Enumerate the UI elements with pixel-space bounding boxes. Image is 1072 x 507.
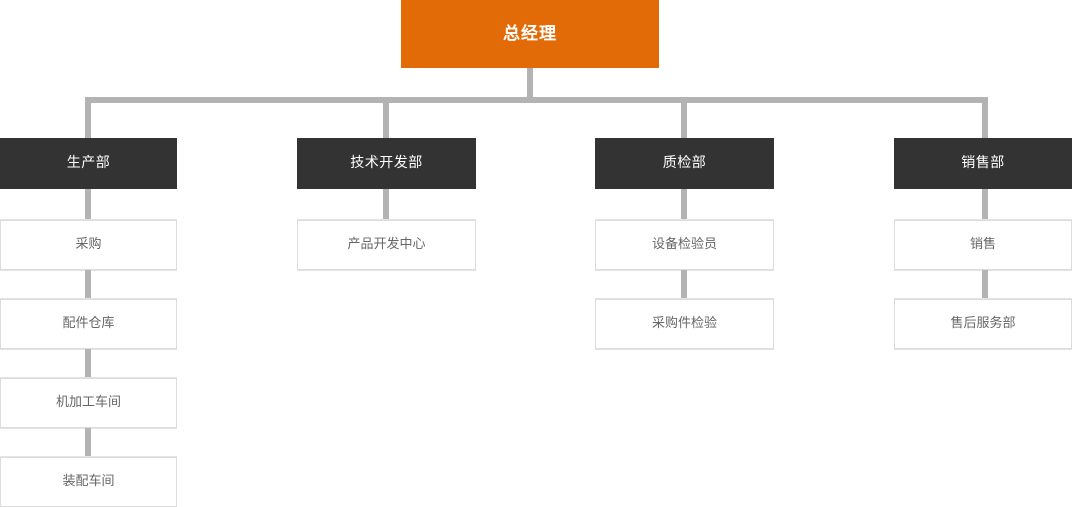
node-label: 产品开发中心 [347,237,426,253]
node-production-parts-warehouse[interactable]: 配件仓库 [0,299,177,349]
node-label: 总经理 [503,23,557,44]
connector-bus-to-production [85,97,91,138]
connector-technical-to-child-1 [383,189,389,220]
node-department-technical-development[interactable]: 技术开发部 [297,138,476,189]
node-general-manager[interactable]: 总经理 [401,0,659,68]
connector-bus-to-quality [681,97,687,138]
node-quality-equipment-inspector[interactable]: 设备检验员 [595,220,774,270]
node-label: 装配车间 [62,474,115,490]
node-label: 质检部 [662,155,707,172]
connector-production-child-3-to-4 [85,428,91,457]
connector-production-child-2-to-3 [85,349,91,378]
node-production-machining-workshop[interactable]: 机加工车间 [0,378,177,428]
node-label: 采购件检验 [651,316,717,332]
node-label: 采购 [75,237,102,253]
connector-bus-to-sales [982,97,988,138]
connector-root-stem [527,68,533,103]
node-department-production[interactable]: 生产部 [0,138,177,189]
connector-sales-child-1-to-2 [982,270,988,299]
node-quality-purchased-parts-inspection[interactable]: 采购件检验 [595,299,774,349]
node-label: 配件仓库 [62,316,115,332]
connector-production-to-child-1 [85,189,91,220]
node-department-quality-inspection[interactable]: 质检部 [595,138,774,189]
node-sales-sales[interactable]: 销售 [894,220,1072,270]
node-label: 技术开发部 [350,155,423,172]
node-department-sales[interactable]: 销售部 [894,138,1072,189]
connector-sales-to-child-1 [982,189,988,220]
node-label: 售后服务部 [950,316,1016,332]
node-sales-after-sales-service[interactable]: 售后服务部 [894,299,1072,349]
node-label: 销售部 [961,155,1005,172]
node-technical-product-development-center[interactable]: 产品开发中心 [297,220,476,270]
node-label: 机加工车间 [55,395,121,411]
node-production-assembly-workshop[interactable]: 装配车间 [0,457,177,507]
connector-quality-to-child-1 [681,189,687,220]
node-label: 设备检验员 [651,237,717,253]
connector-production-child-1-to-2 [85,270,91,299]
node-label: 销售 [969,237,996,253]
connector-bus-to-technical [383,97,389,138]
node-label: 生产部 [66,155,111,172]
connector-quality-child-1-to-2 [681,270,687,299]
connector-horizontal-bus [85,97,988,103]
node-production-procurement[interactable]: 采购 [0,220,177,270]
